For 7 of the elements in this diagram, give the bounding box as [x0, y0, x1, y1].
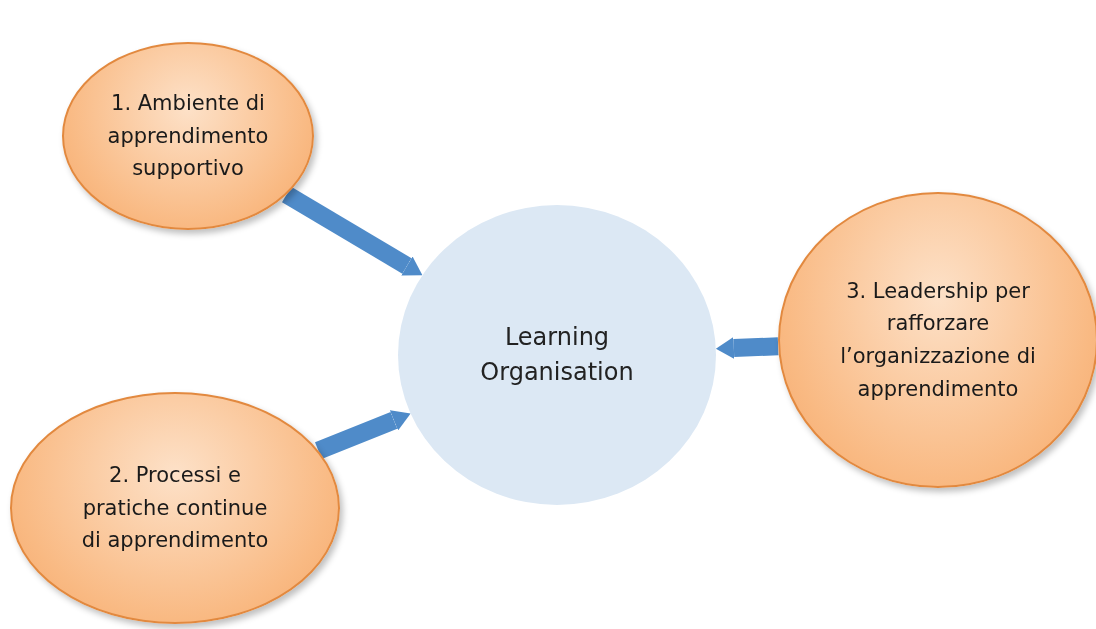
node-label: 1. Ambiente di apprendimento supportivo: [106, 90, 270, 183]
node-label: Learning Organisation: [479, 322, 635, 388]
block-arrow: [282, 186, 423, 276]
node-label: 3. Leadership per rafforzare l’organizzazione di apprendimento: [839, 277, 1037, 403]
block-arrow: [315, 410, 411, 459]
block-arrow: [715, 337, 779, 360]
node-label: 2. Processi e pratiche continue di apprendimento: [80, 462, 270, 555]
